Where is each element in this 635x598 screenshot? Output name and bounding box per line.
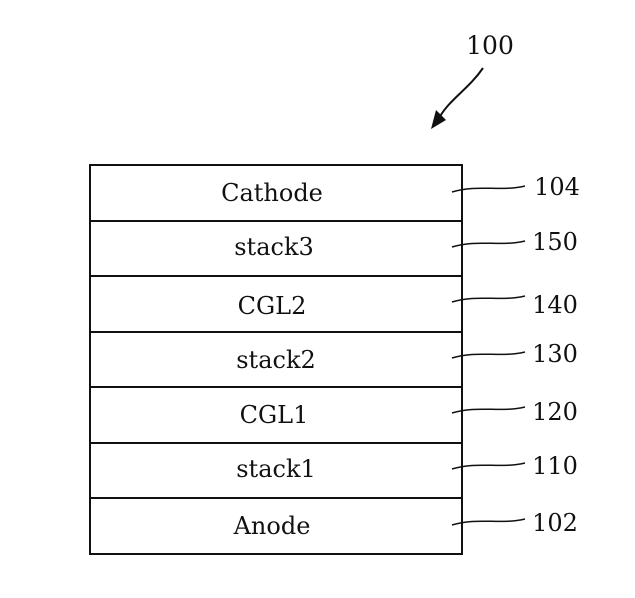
ref-label-104: 104 bbox=[534, 173, 580, 201]
layer-anode: Anode bbox=[90, 498, 462, 554]
figure-reference-label: 100 bbox=[466, 31, 514, 60]
layer-cgl1-label: CGL1 bbox=[240, 401, 309, 429]
ref-label-150: 150 bbox=[532, 228, 578, 256]
layer-stack1: stack1 bbox=[90, 443, 462, 498]
ref-label-102: 102 bbox=[532, 509, 578, 537]
layer-stack2: stack2 bbox=[90, 332, 462, 387]
layer-cgl1: CGL1 bbox=[90, 387, 462, 443]
layer-stack3-label: stack3 bbox=[234, 233, 314, 261]
figure-pointer-arrowhead bbox=[431, 110, 446, 129]
layer-cathode-label: Cathode bbox=[221, 179, 323, 207]
layer-cgl2-label: CGL2 bbox=[238, 292, 307, 320]
ref-label-120: 120 bbox=[532, 398, 578, 426]
ref-label-140: 140 bbox=[532, 291, 578, 319]
layer-stack3: stack3 bbox=[90, 221, 462, 276]
layer-anode-label: Anode bbox=[233, 512, 311, 540]
ref-label-130: 130 bbox=[532, 340, 578, 368]
layer-stack2-label: stack2 bbox=[236, 346, 316, 374]
layer-cathode: Cathode bbox=[90, 165, 462, 221]
ref-label-110: 110 bbox=[532, 452, 578, 480]
layer-cgl2: CGL2 bbox=[90, 276, 462, 332]
figure-pointer-arrow-line bbox=[438, 68, 483, 120]
layer-stack1-label: stack1 bbox=[236, 455, 316, 483]
